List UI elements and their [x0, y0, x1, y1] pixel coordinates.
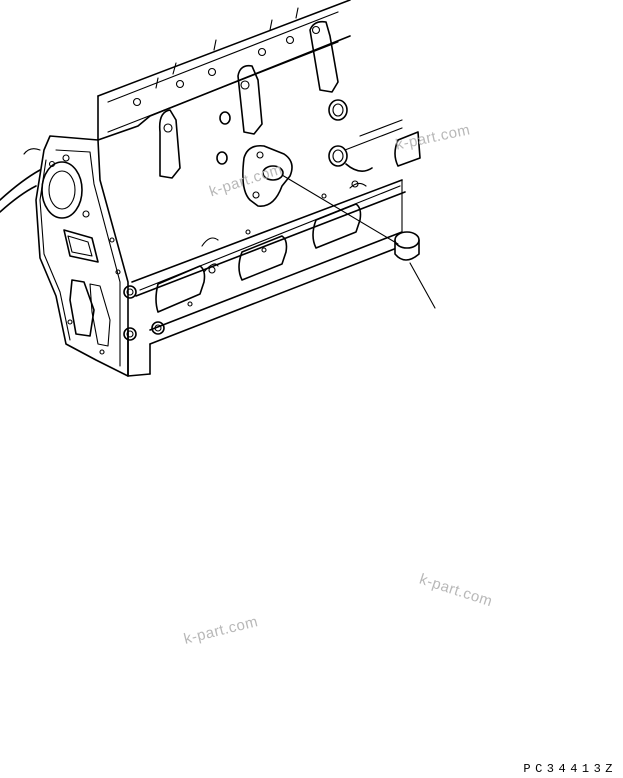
left-edge-curve	[0, 148, 41, 213]
cover-plate	[242, 144, 293, 207]
side-openings	[155, 131, 421, 313]
block-front-face	[35, 135, 165, 377]
leader-line	[281, 174, 399, 245]
drawing-code: PC34413Z	[523, 762, 617, 776]
block-ribs	[158, 20, 339, 179]
reference-line	[409, 262, 436, 309]
block-side-face	[127, 119, 406, 377]
cylinder-head-flange	[97, 0, 351, 141]
plug-part	[394, 231, 420, 261]
mounting-bosses	[216, 99, 348, 167]
